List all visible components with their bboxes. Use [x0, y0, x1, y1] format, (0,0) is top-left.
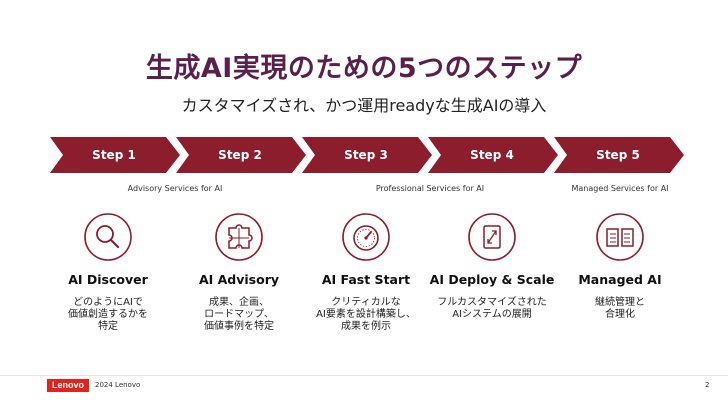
chevron-step-3 [302, 137, 432, 173]
speedometer-icon [342, 213, 390, 261]
managed-services-label: Managed Services for AI [571, 184, 669, 193]
step-2-label: Step 2 [218, 148, 262, 162]
book-icon [596, 213, 644, 261]
professional-services-label: Professional Services for AI [375, 184, 485, 193]
step-5-label: Step 5 [596, 148, 640, 162]
puzzle-icon [215, 213, 263, 261]
step-5-description: 継続管理と 合理化 [595, 297, 645, 320]
lenovo-logo: Lenovo [47, 379, 89, 392]
page-title: 生成AI実現のための5つのステップ [145, 53, 583, 84]
chevron-shapes [50, 137, 684, 173]
chevron-step-1 [50, 137, 180, 173]
step-4-description: フルカスタマイズされた AIシステムの展開 [437, 297, 547, 320]
chevron-step-2 [176, 137, 306, 173]
expand-icon [468, 213, 516, 261]
chevron-step-4 [428, 137, 558, 173]
footer-divider [0, 375, 728, 376]
step-5-name: Managed AI [578, 272, 662, 287]
page-subtitle: カスタマイズされ、かつ運用readyな生成AIの導入 [181, 96, 547, 115]
step-2-description: 成果、企画、 ロードマップ、 価値事例を特定 [204, 297, 274, 332]
chevron-step-5 [554, 137, 684, 173]
page-number: 2 [705, 381, 710, 389]
search-icon [84, 213, 132, 261]
step-chevron-bar: Step 1 Step 2 Step 3 Step 4 Step 5 [0, 137, 728, 173]
step-3-label: Step 3 [344, 148, 388, 162]
step-1-label: Step 1 [92, 148, 136, 162]
step-2-name: AI Advisory [198, 272, 280, 287]
copyright-text: 2024 Lenovo [95, 381, 141, 389]
step-3-name: AI Fast Start [321, 272, 411, 287]
step-4-label: Step 4 [470, 148, 514, 162]
step-1-name: AI Discover [68, 272, 148, 287]
step-4-name: AI Deploy & Scale [429, 272, 555, 287]
step-1-description: どのようにAIで 価値創造するかを 特定 [68, 297, 148, 332]
step-3-description: クリティカルな AI要素を設計構築し、 成果を例示 [316, 297, 416, 332]
advisory-services-label: Advisory Services for AI [127, 184, 223, 193]
